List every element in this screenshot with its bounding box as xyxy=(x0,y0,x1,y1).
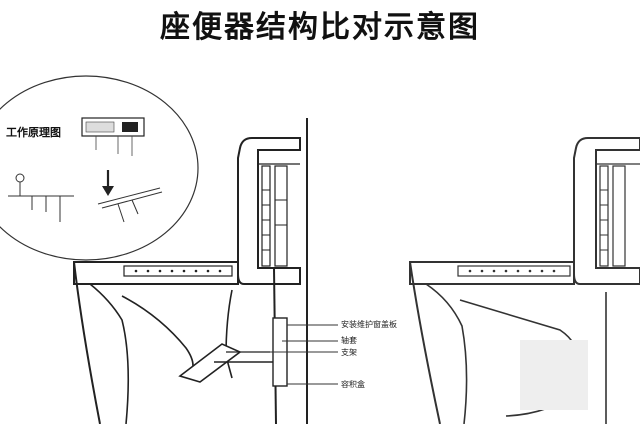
left-tank-column xyxy=(261,165,271,267)
right-bowl-outer xyxy=(409,261,441,424)
left-toilet xyxy=(73,137,301,424)
left-rim-channel xyxy=(123,265,233,277)
inset-title: 工作原理图 xyxy=(6,126,61,139)
callout-volume-box: 容积盒 xyxy=(341,380,365,389)
callout-service-cover: 安装维护窗盖板 xyxy=(341,320,397,329)
callout-bracket: 支架 xyxy=(341,348,357,357)
working-principle-inset xyxy=(0,75,199,261)
left-bowl-inner xyxy=(89,283,130,424)
page-title: 座便器结构比对示意图 xyxy=(160,10,480,45)
right-toilet xyxy=(409,137,640,424)
left-tank-valve xyxy=(274,165,288,267)
callout-leaders xyxy=(270,324,338,385)
inset-ellipse xyxy=(0,75,199,261)
left-trapway xyxy=(121,295,194,379)
blurred-patch xyxy=(520,340,588,410)
left-bowl-outer xyxy=(73,261,101,424)
left-rim-holes xyxy=(134,269,222,273)
callout-shaft-sleeve: 轴套 xyxy=(341,336,357,345)
inset-arrow-head xyxy=(102,186,114,196)
